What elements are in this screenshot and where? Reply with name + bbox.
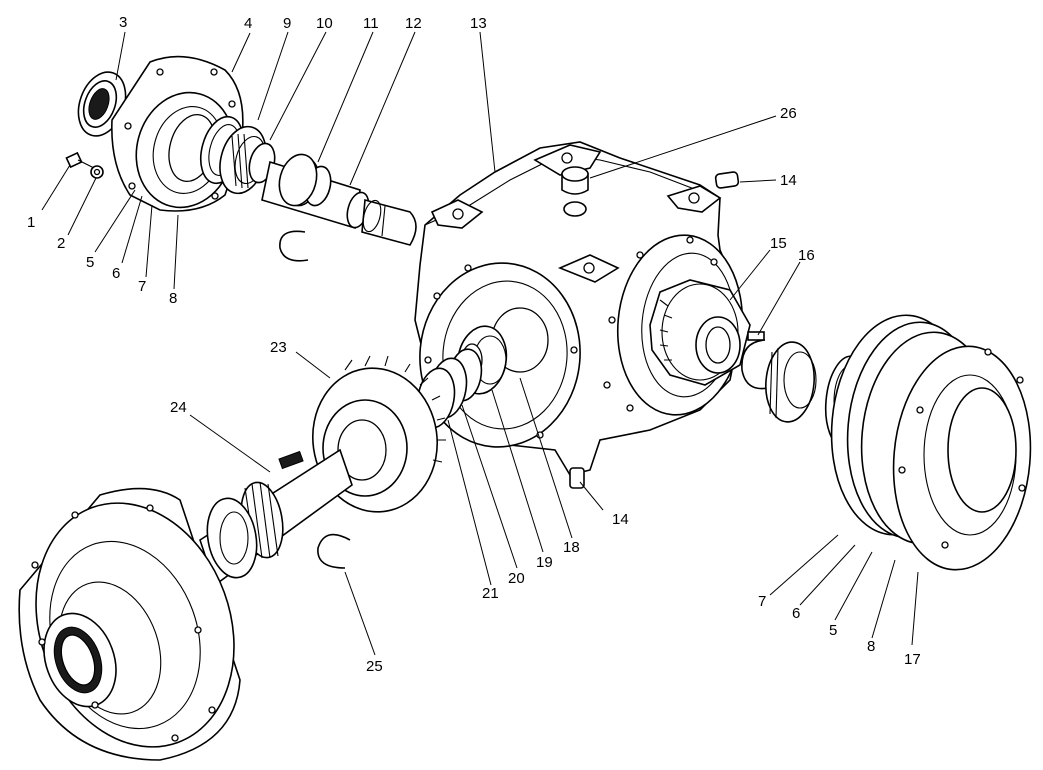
callout-7-right: 7 [758,593,766,610]
callout-24: 24 [170,399,187,416]
callout-5-left: 5 [86,254,94,271]
callout-11: 11 [363,15,379,32]
right-tapered-bearing [765,341,817,423]
callout-14-bottom: 14 [612,511,629,528]
oil-seal-part-3 [77,71,127,137]
breather-plug-part-14-top [714,171,740,189]
washer-part-2 [90,165,104,179]
callout-12: 12 [405,15,422,32]
spacer-part-11 [278,153,318,207]
end-cover-part-17 [892,345,1032,571]
callout-1: 1 [27,214,35,231]
callout-21: 21 [482,585,499,602]
bolt-part-1 [65,151,95,169]
callout-25: 25 [366,658,383,675]
leader-lines [41,31,919,656]
callout-17: 17 [904,651,921,668]
callout-14-top: 14 [780,172,797,189]
snap-ring-part-16 [741,331,769,390]
callout-5-right: 5 [829,622,837,639]
bevel-gear-part-15 [649,279,751,386]
lower-flange-cover [18,487,241,761]
callout-15: 15 [770,235,787,252]
snap-ring-upper [279,230,309,262]
callout-10: 10 [316,15,333,32]
callout-9: 9 [283,15,291,32]
tapered-bearing-part-10 [219,125,276,195]
callout-7-left: 7 [138,278,146,295]
callout-18: 18 [563,539,580,556]
callout-6-right: 6 [792,605,800,622]
callout-13: 13 [470,15,487,32]
callout-8-left: 8 [169,290,177,307]
output-shaft-part-24 [199,448,353,587]
callout-20: 20 [508,570,525,587]
plug-part-26 [561,166,589,217]
callout-2: 2 [57,235,65,252]
callout-8-right: 8 [867,638,875,655]
callout-19: 19 [536,554,553,571]
callout-labels: 3 4 9 10 11 12 13 26 14 1 2 5 6 7 8 15 1… [27,14,921,675]
callout-26: 26 [780,105,797,122]
callout-6-left: 6 [112,265,120,282]
callout-23: 23 [270,339,287,356]
callout-16: 16 [798,247,815,264]
callout-4: 4 [244,15,252,32]
snap-ring-part-25 [317,533,351,569]
callout-3: 3 [119,14,127,31]
